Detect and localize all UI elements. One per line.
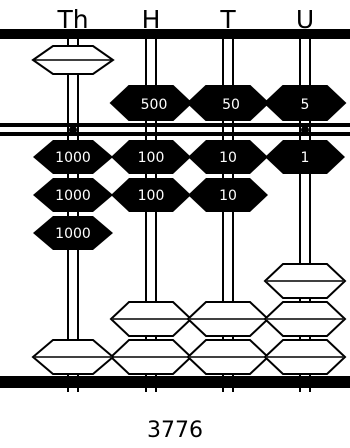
upper-bead-t[interactable]: 50	[186, 85, 270, 121]
lower-bead-th-active-2[interactable]: 1000	[33, 178, 113, 212]
rod-th	[67, 38, 79, 392]
top-frame-bar	[0, 29, 350, 39]
lower-bead-h-active-1-label: 100	[138, 150, 165, 166]
reckoning-dot-u	[301, 126, 309, 134]
lower-bead-th-active-3[interactable]: 1000	[33, 216, 113, 250]
lower-bead-u-inactive-3[interactable]	[263, 339, 347, 375]
reckoning-bar	[0, 123, 350, 136]
lower-bead-th-inactive-1[interactable]	[31, 339, 115, 375]
column-label-u: U	[296, 5, 314, 34]
lower-bead-t-inactive-2[interactable]	[186, 339, 270, 375]
upper-bead-t-label: 50	[222, 97, 240, 113]
upper-bead-h-label: 500	[141, 97, 168, 113]
lower-bead-h-inactive-1[interactable]	[109, 301, 193, 337]
lower-bead-u-active-1-label: 1	[301, 150, 310, 166]
column-label-t: T	[219, 5, 236, 34]
upper-bead-u[interactable]: 5	[263, 85, 347, 121]
lower-bead-h-active-2-label: 100	[138, 188, 165, 204]
lower-bead-th-active-3-label: 1000	[55, 226, 91, 242]
reckoning-dot-th	[69, 126, 77, 134]
lower-bead-t-active-2-label: 10	[219, 188, 237, 204]
lower-bead-t-inactive-1[interactable]	[186, 301, 270, 337]
lower-bead-h-inactive-2[interactable]	[109, 339, 193, 375]
lower-bead-th-active-1[interactable]: 1000	[33, 140, 113, 174]
upper-bead-u-label: 5	[301, 97, 310, 113]
lower-bead-h-active-1[interactable]: 100	[111, 140, 191, 174]
lower-bead-th-active-2-label: 1000	[55, 188, 91, 204]
total-value: 3776	[147, 418, 203, 443]
upper-bead-th[interactable]	[31, 45, 115, 75]
lower-bead-th-active-1-label: 1000	[55, 150, 91, 166]
upper-bead-h[interactable]: 500	[109, 85, 193, 121]
lower-bead-t-active-1-label: 10	[219, 150, 237, 166]
lower-bead-u-inactive-1[interactable]	[263, 263, 347, 299]
lower-bead-t-active-1[interactable]: 10	[188, 140, 268, 174]
lower-bead-t-active-2[interactable]: 10	[188, 178, 268, 212]
lower-bead-h-active-2[interactable]: 100	[111, 178, 191, 212]
lower-bead-u-inactive-2[interactable]	[263, 301, 347, 337]
column-label-h: H	[142, 5, 161, 34]
rods	[67, 38, 311, 392]
lower-bead-u-active-1[interactable]: 1	[265, 140, 345, 174]
bottom-frame-bar	[0, 376, 350, 388]
column-label-th: Th	[56, 5, 88, 34]
